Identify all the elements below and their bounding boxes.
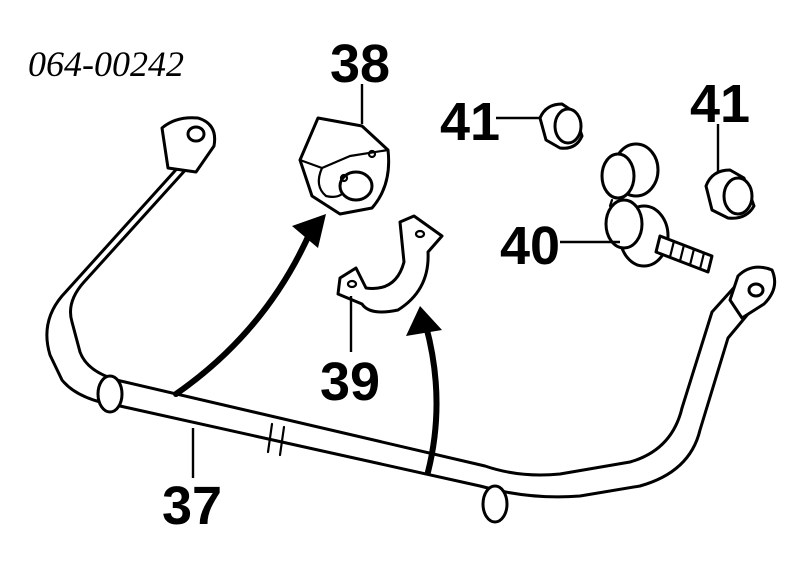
arrow-to-bracket <box>423 323 440 475</box>
leader-lines <box>191 84 720 478</box>
link-bolt <box>600 142 714 274</box>
arrow-to-bushing <box>173 225 315 397</box>
assembly-arrows <box>173 214 442 475</box>
callout-38: 38 <box>330 34 390 94</box>
reference-code: 064-00242 <box>28 44 184 84</box>
stabilizer-bar <box>45 116 777 524</box>
callout-37: 37 <box>162 476 222 536</box>
bracket <box>336 214 444 314</box>
cushion-upper <box>538 102 584 150</box>
callout-39: 39 <box>320 352 380 412</box>
cushion-lower <box>704 168 756 220</box>
callout-41-lower: 41 <box>690 74 750 134</box>
callout-41-upper: 41 <box>440 92 500 152</box>
callout-40: 40 <box>500 216 560 276</box>
bushing <box>298 116 391 216</box>
